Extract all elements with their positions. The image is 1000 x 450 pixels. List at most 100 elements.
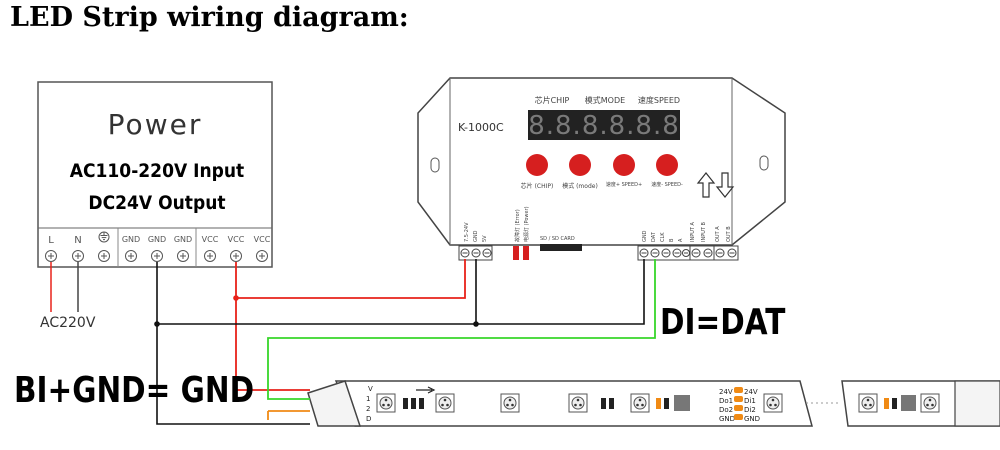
controller-terminal-screw <box>682 249 690 257</box>
wire-dat-to-strip <box>267 259 656 400</box>
power-terminal-screw <box>151 250 163 262</box>
controller-power-terminal-label: GND <box>473 230 479 242</box>
output-terminal-label: OUT A <box>715 226 721 242</box>
mode-button-label: 模式 (mode) <box>562 182 598 190</box>
controller-terminal-screw <box>691 248 701 258</box>
seven-segment-display <box>528 110 680 140</box>
power-supply: Power AC110-220V Input DC24V Output L N … <box>37 81 273 268</box>
power-terminal-screw <box>230 250 242 262</box>
output-terminal-label: CLK <box>660 232 666 242</box>
controller-terminal-screw <box>639 248 649 258</box>
smd-components <box>656 395 690 411</box>
power-supply-body <box>37 81 273 268</box>
strip-connector <box>307 380 362 427</box>
led-chip <box>500 393 520 413</box>
sd-card-slot <box>540 244 582 251</box>
mounting-hole-icon <box>430 157 440 173</box>
output-terminal-label: DAT <box>651 231 657 242</box>
down-arrow-icon <box>715 172 735 198</box>
diagram-title: LED Strip wiring diagram: <box>10 2 409 33</box>
controller-terminal-screw <box>460 248 470 258</box>
wire-gnd-to-controller <box>156 259 477 325</box>
controller-label-mode: 模式MODE <box>585 95 625 105</box>
chip-button-label: 芯片 (CHIP) <box>521 182 554 190</box>
power-terminal-label-gnd3: GND <box>174 235 192 244</box>
speed-up-button[interactable] <box>613 154 635 176</box>
pad-label-gnd: GND <box>719 415 735 423</box>
power-name: Power <box>108 108 203 141</box>
strip-end-connector <box>954 380 1000 427</box>
power-terminal-label-gnd2: GND <box>148 235 166 244</box>
power-indicator-label: 电源灯 (Power) <box>523 206 530 242</box>
led-chip <box>920 393 940 413</box>
power-terminal-screw <box>125 250 137 262</box>
mains-label: AC220V <box>40 315 96 331</box>
pad-label-di1: Di1 <box>744 397 756 405</box>
smd-components <box>601 398 614 409</box>
controller-terminal-screw <box>727 248 737 258</box>
led-chip <box>630 393 650 413</box>
solder-pads <box>734 387 743 420</box>
output-terminal-label: GND <box>642 230 648 242</box>
power-terminal-screw <box>256 250 268 262</box>
controller-label-speed: 速度SPEED <box>638 95 680 105</box>
controller-terminal-screw <box>482 248 492 258</box>
power-terminal-screw <box>45 250 57 262</box>
pad-label-do2: Do2 <box>719 406 733 414</box>
wire-junction <box>473 321 479 327</box>
mode-button[interactable] <box>569 154 591 176</box>
sd-card-label: SD / SD CARD <box>540 236 575 242</box>
pad-label-gnd-right: GND <box>744 415 760 423</box>
power-terminal-screw <box>72 250 84 262</box>
error-led <box>513 246 519 260</box>
controller-terminal-screw <box>703 248 713 258</box>
chip-button[interactable] <box>526 154 548 176</box>
svg-text:1: 1 <box>366 395 370 403</box>
wire-gnd-to-strip <box>156 324 310 425</box>
output-terminal-label: OUT B <box>726 226 732 242</box>
up-arrow-icon <box>696 172 716 198</box>
led-chip <box>376 393 396 413</box>
direction-arrow-icon <box>416 386 436 394</box>
power-terminal-label-vcc3: VCC <box>254 235 271 244</box>
pad-label-do1: Do1 <box>719 397 733 405</box>
speed-down-button-label: 速度- SPEED- <box>651 181 683 188</box>
power-terminal-label-gnd1: GND <box>122 235 140 244</box>
power-input-text: AC110-220V Input <box>70 160 245 182</box>
controller-terminal-screw <box>715 248 725 258</box>
power-terminal-screw <box>98 250 110 262</box>
power-terminal-screw <box>177 250 189 262</box>
mounting-hole-icon <box>759 155 769 171</box>
power-output-text: DC24V Output <box>88 192 225 214</box>
led-chip <box>858 393 878 413</box>
output-terminal-label: A <box>678 238 684 242</box>
error-indicator-label: 故障灯 (Error) <box>514 209 521 242</box>
wire-gnd-to-output <box>476 259 645 325</box>
wire-vcc-to-strip <box>235 298 310 391</box>
speed-down-button[interactable] <box>656 154 678 176</box>
controller-label-chip: 芯片CHIP <box>535 95 570 105</box>
svg-text:2: 2 <box>366 405 370 413</box>
power-terminal-label-vcc2: VCC <box>228 235 245 244</box>
controller: K-1000C 芯片CHIP 模式MODE 速度SPEED 8.8.8.8.8.… <box>417 77 786 261</box>
controller-terminal-screw <box>471 248 481 258</box>
svg-text:V: V <box>368 385 373 393</box>
controller-terminal-screw <box>650 248 660 258</box>
data-annotation: DI=DAT <box>660 302 786 343</box>
controller-power-terminal-label: 7.5-24V <box>464 222 470 242</box>
wire-vcc-to-controller <box>235 259 466 299</box>
power-terminal-label-vcc1: VCC <box>202 235 219 244</box>
led-chip <box>435 393 455 413</box>
controller-power-terminal-label: 5V <box>482 235 488 242</box>
output-terminal-label: INPUT A <box>690 221 696 242</box>
controller-model: K-1000C <box>458 121 504 134</box>
led-chip <box>568 393 588 413</box>
seven-segment-digits: 8.8.8.8.8.8 <box>528 111 680 141</box>
wire-junction <box>233 295 239 301</box>
pad-label-24v-right: 24V <box>744 388 758 396</box>
power-led <box>523 246 529 260</box>
led-chip <box>763 393 783 413</box>
power-terminal-label-n: N <box>74 235 81 246</box>
